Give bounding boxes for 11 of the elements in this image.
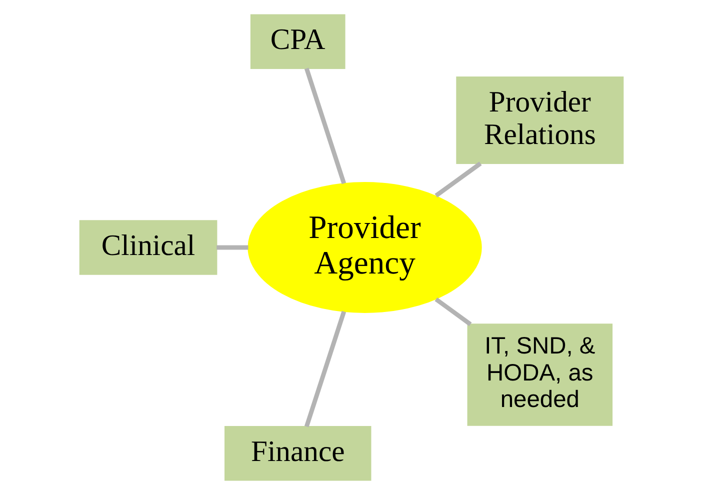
node-box: Clinical: [78, 220, 217, 274]
node-box: IT, SND, & HODA, as needed: [466, 323, 612, 426]
node-box: CPA: [250, 14, 345, 69]
node-ellipse: Provider Agency: [247, 182, 482, 312]
node-box: Provider Relations: [456, 76, 624, 164]
connector: [434, 161, 482, 198]
connector: [304, 310, 346, 427]
node-box: Finance: [224, 425, 371, 480]
connector: [434, 296, 472, 326]
connector: [304, 67, 346, 184]
connector: [216, 244, 248, 250]
